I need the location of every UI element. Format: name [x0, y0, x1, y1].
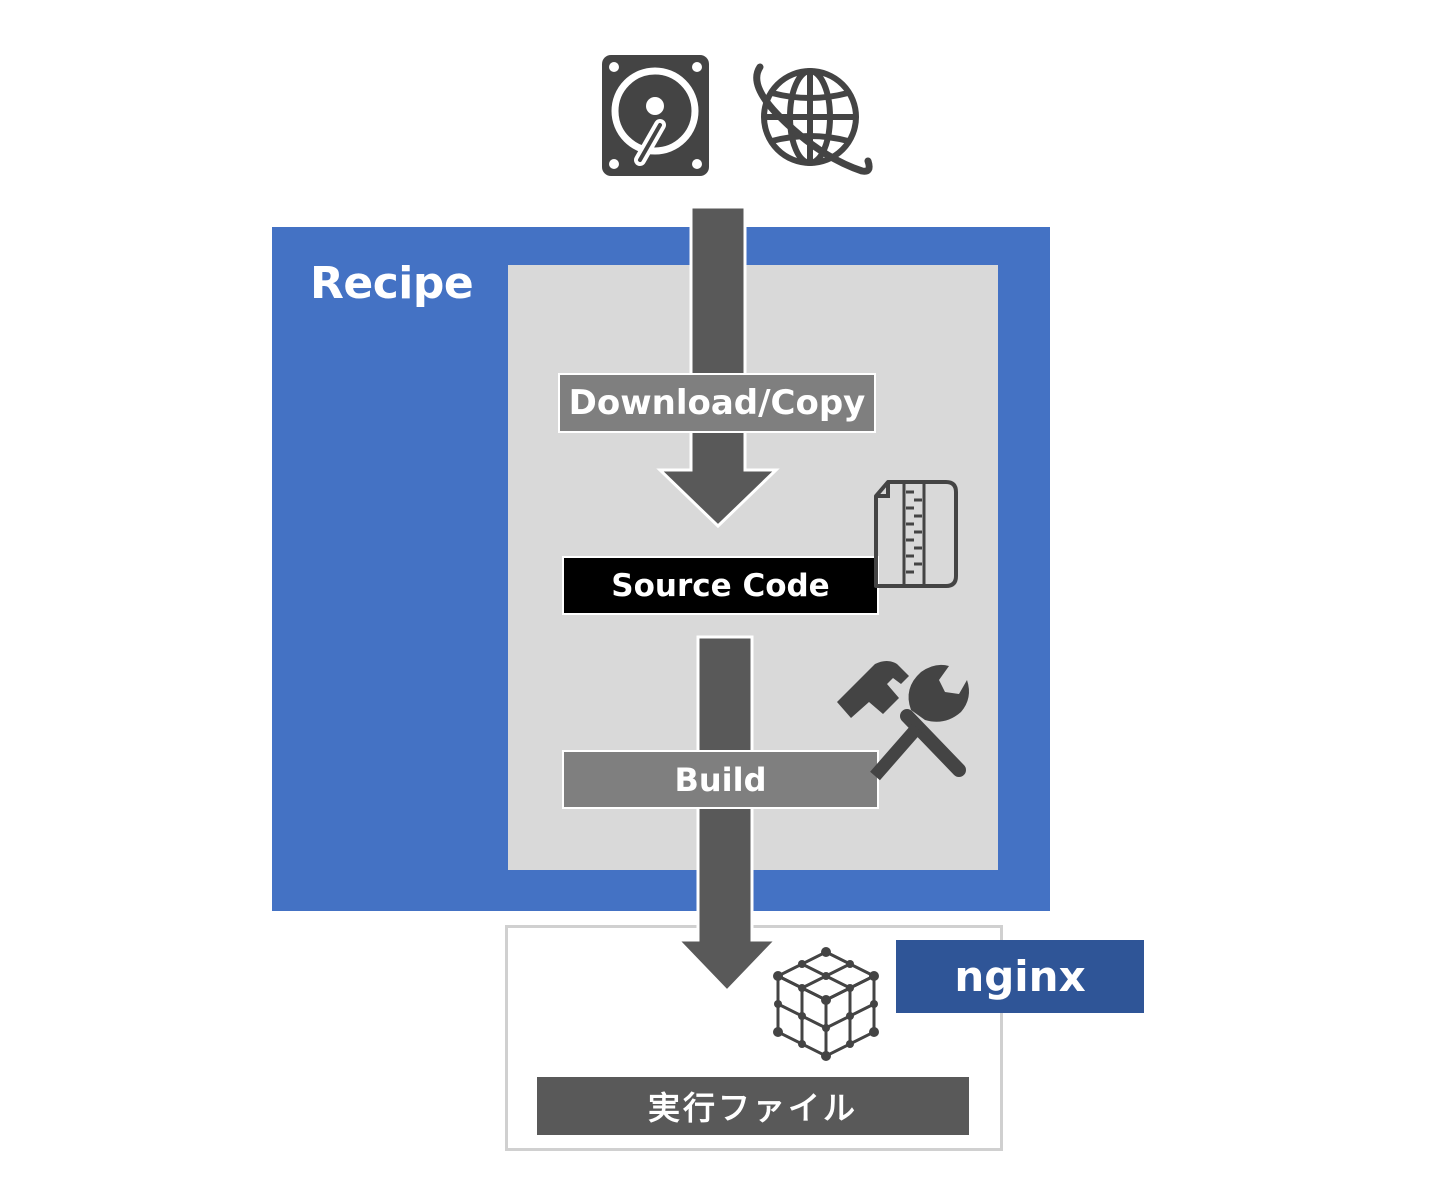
build-step: Build — [562, 750, 879, 809]
recipe-title: Recipe — [310, 258, 474, 309]
globe-icon — [753, 63, 873, 175]
hammer-wrench-icon — [837, 661, 969, 781]
cube-icon — [773, 947, 879, 1061]
zip-file-icon — [874, 480, 958, 588]
executable-file-label: 実行ファイル — [537, 1077, 969, 1135]
hard-drive-icon — [602, 55, 709, 176]
source-code-step: Source Code — [562, 556, 879, 615]
nginx-label: nginx — [896, 940, 1144, 1013]
download-copy-step: Download/Copy — [558, 373, 876, 433]
